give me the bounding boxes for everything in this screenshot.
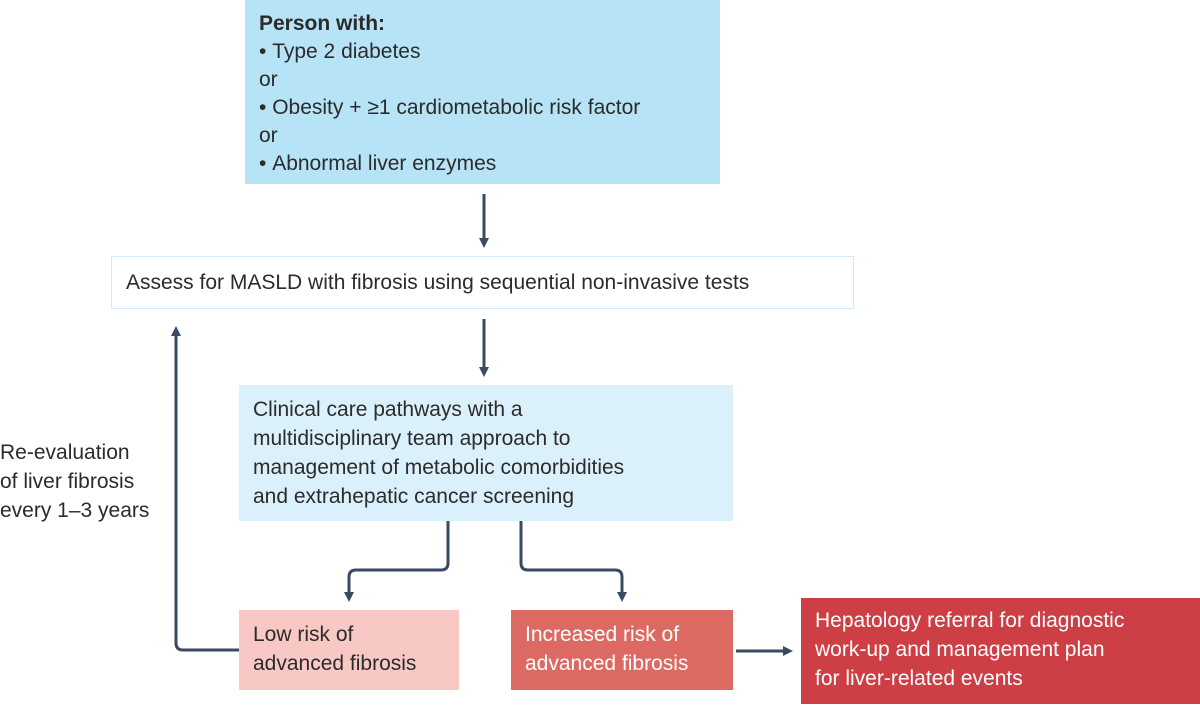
hepatology-referral-box: Hepatology referral for diagnostic work-… (801, 598, 1200, 704)
reevaluation-label: Re-evaluation of liver fibrosis every 1–… (0, 438, 170, 525)
low-risk-line: advanced fibrosis (253, 652, 417, 675)
clinical-box-line: Clinical care pathways with a (253, 398, 523, 421)
clinical-box-line: multidisciplinary team approach to (253, 427, 571, 450)
or-connector: or (259, 68, 278, 91)
increased-risk-line: Increased risk of (525, 623, 680, 646)
increased-risk-line: advanced fibrosis (525, 652, 689, 675)
reevaluation-line: of liver fibrosis (0, 470, 135, 493)
reevaluation-line: Re-evaluation (0, 441, 130, 464)
assess-masld-box: Assess for MASLD with fibrosis using seq… (111, 256, 854, 309)
person-box-title: Person with: (259, 12, 386, 35)
arrow-clinical-to-increased-risk (519, 521, 627, 602)
criterion-obesity: Obesity + ≥1 cardiometabolic risk factor (259, 94, 706, 122)
low-risk-line: Low risk of (253, 623, 354, 646)
clinical-box-line: management of metabolic comorbidities (253, 456, 625, 479)
low-risk-box: Low risk of advanced fibrosis (239, 610, 459, 690)
assess-box-text: Assess for MASLD with fibrosis using seq… (126, 271, 750, 294)
clinical-box-line: and extrahepatic cancer screening (253, 485, 575, 508)
person-criteria-box: Person with: Type 2 diabetes or Obesity … (245, 0, 720, 184)
hepatology-line: Hepatology referral for diagnostic (815, 609, 1125, 632)
reevaluation-line: every 1–3 years (0, 499, 150, 522)
hepatology-line: for liver-related events (815, 667, 1023, 690)
arrow-clinical-to-low-risk (344, 521, 450, 602)
criterion-liver-enzymes: Abnormal liver enzymes (259, 150, 706, 178)
clinical-care-box: Clinical care pathways with a multidisci… (239, 385, 733, 521)
hepatology-line: work-up and management plan (815, 638, 1105, 661)
increased-risk-box: Increased risk of advanced fibrosis (511, 610, 733, 690)
or-connector: or (259, 124, 278, 147)
arrow-low-risk-to-assess (171, 326, 239, 652)
criterion-type2-diabetes: Type 2 diabetes (259, 38, 706, 66)
